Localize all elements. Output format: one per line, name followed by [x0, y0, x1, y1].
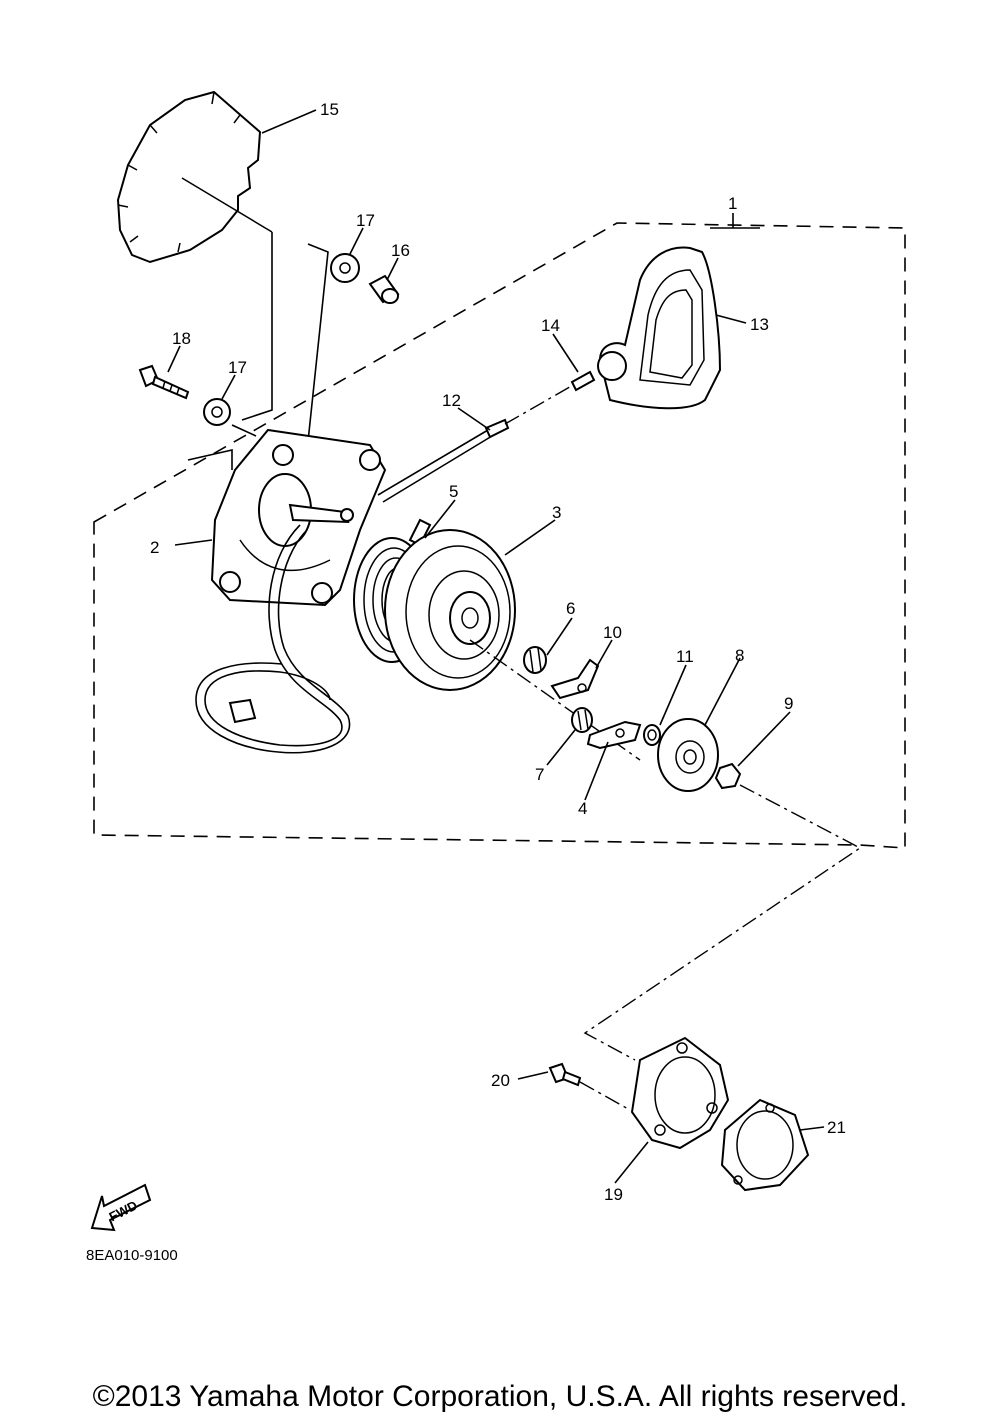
- friction-plate: [657, 718, 719, 792]
- reference-code: 8EA010-9100: [86, 1247, 178, 1264]
- callout-19: 19: [604, 1185, 623, 1204]
- fwd-arrow-icon: FWD: [90, 1183, 152, 1232]
- callout-11: 11: [676, 647, 694, 666]
- clip: [550, 658, 600, 700]
- collar-upper: [330, 253, 360, 283]
- callout-20: 20: [491, 1071, 510, 1090]
- collar-lower: [203, 398, 231, 426]
- callout-15: 15: [320, 100, 339, 119]
- callout-3: 3: [552, 503, 561, 522]
- callout-5: 5: [449, 482, 458, 501]
- callout-16: 16: [391, 241, 410, 260]
- decal-disc: [116, 90, 273, 264]
- drive-pulley: [384, 529, 516, 691]
- callout-12: 12: [442, 391, 461, 410]
- ratchet-cover: [630, 1036, 730, 1150]
- callout-7: 7: [535, 765, 544, 784]
- callout-4: 4: [578, 799, 587, 818]
- gasket: [720, 1098, 810, 1192]
- callout-9: 9: [784, 694, 793, 713]
- callout-17-lower: 17: [228, 358, 247, 377]
- assembly-boundary: [93, 213, 906, 849]
- callout-leaders: [167, 109, 825, 1184]
- callout-14: 14: [541, 316, 560, 335]
- callout-2: 2: [150, 538, 159, 557]
- bolt: [138, 364, 190, 400]
- connection-line: [583, 784, 862, 1061]
- washer: [643, 724, 661, 746]
- assembly-leaders: [187, 232, 329, 471]
- starter-case: [210, 428, 387, 607]
- starter-cable: [195, 524, 351, 754]
- bush: [368, 274, 400, 304]
- callout-10: 10: [603, 623, 622, 642]
- callout-21: 21: [827, 1118, 846, 1137]
- callout-labels: 1 2 3 4 5 6 7 8 9 10 11 12 13 14 15 16 1…: [150, 100, 846, 1204]
- pawl: [586, 720, 642, 750]
- screw: [548, 1062, 631, 1111]
- copyright-footer: ©2013 Yamaha Motor Corporation, U.S.A. A…: [92, 1380, 908, 1413]
- nut: [714, 762, 742, 790]
- spring-7: [571, 707, 593, 733]
- starter-rope: [377, 370, 596, 503]
- callout-8: 8: [735, 646, 744, 665]
- callout-1: 1: [728, 194, 737, 213]
- callout-13: 13: [750, 315, 769, 334]
- starter-handle: [597, 246, 722, 410]
- center-axis: [469, 639, 641, 761]
- callout-18: 18: [172, 329, 191, 348]
- callout-6: 6: [566, 599, 575, 618]
- callout-17-upper: 17: [356, 211, 375, 230]
- spring-6: [523, 646, 547, 674]
